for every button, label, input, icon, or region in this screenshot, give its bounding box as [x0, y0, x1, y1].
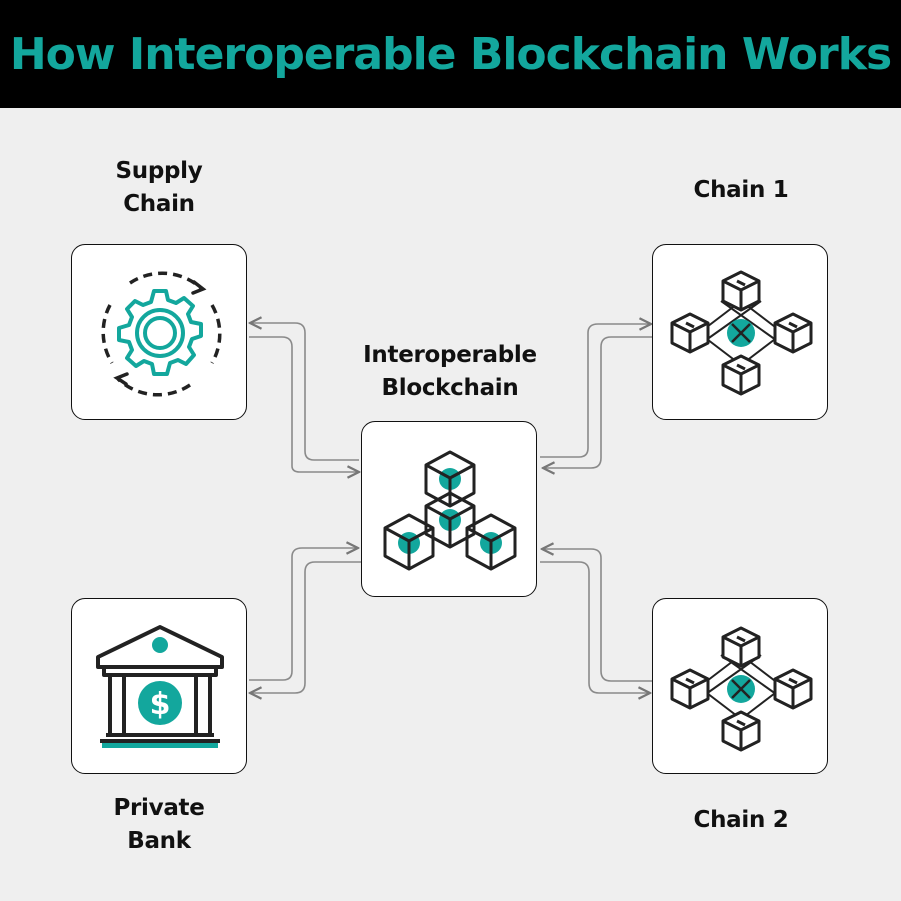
- arrow-supply-to-center: [249, 336, 359, 472]
- arrow-center-to-chain1: [540, 324, 651, 458]
- arrow-bank-to-center: [249, 548, 358, 681]
- interoperable-blockchain-label: Interoperable Blockchain: [363, 342, 537, 401]
- arrow-center-to-supply: [250, 323, 359, 461]
- gear-cycle-icon: [101, 271, 222, 397]
- network-cubes-icon: [670, 270, 813, 396]
- chain1-node: [652, 244, 828, 420]
- header-banner: How Interoperable Blockchain Works: [0, 0, 901, 108]
- private-bank-node: $: [71, 598, 247, 774]
- private-bank-label: Private Bank: [113, 795, 205, 854]
- arrow-center-to-chain2: [540, 561, 650, 693]
- blockchain-cubes-icon: [383, 450, 517, 571]
- chain2-label: Chain 2: [693, 807, 789, 833]
- interoperable-blockchain-node: [361, 421, 537, 597]
- supply-chain-node: [71, 244, 247, 420]
- svg-text:$: $: [150, 687, 171, 722]
- chain2-node: [652, 598, 828, 774]
- arrow-center-to-bank: [250, 561, 361, 693]
- supply-chain-label: Supply Chain: [115, 158, 203, 217]
- page-title: How Interoperable Blockchain Works: [9, 28, 892, 80]
- arrow-chain1-to-center: [543, 336, 653, 468]
- chain1-label: Chain 1: [693, 177, 789, 203]
- arrow-chain2-to-center: [542, 549, 653, 682]
- network-cubes-icon: [670, 626, 813, 752]
- bank-dollar-icon: $: [96, 625, 224, 748]
